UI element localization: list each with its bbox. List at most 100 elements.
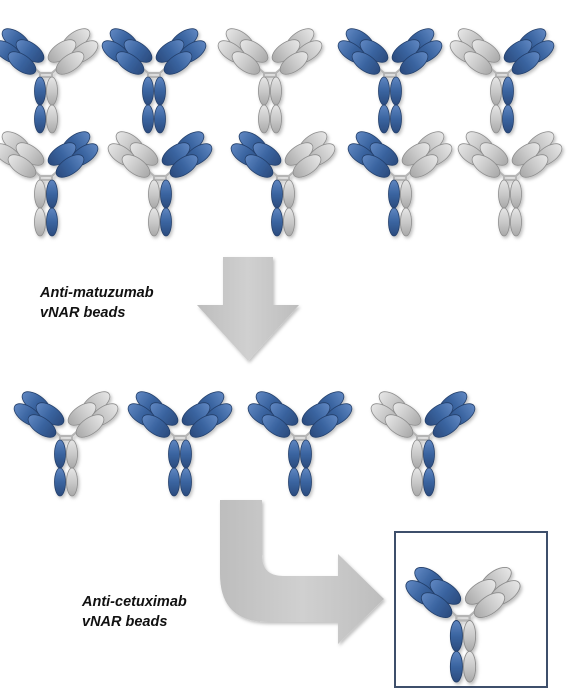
process-arrow-down [197,257,299,361]
fc-chain [258,104,270,134]
fab-heavy-chain [55,154,85,178]
hinge-region [375,65,405,79]
hinge-region [145,168,175,182]
step-label-line: vNAR beads [40,305,126,321]
fab-heavy-chain [361,154,391,178]
antibody [449,28,555,134]
antibody [457,131,563,237]
antibody [13,391,119,497]
fab-heavy-chain [473,592,506,618]
step-label-line: Anti-matuzumab [40,285,154,301]
fc-chain [449,620,463,652]
hinge-region [446,607,480,622]
fc-chain [510,207,522,237]
fc-chain [168,439,180,469]
hinge-region [139,65,169,79]
hinge-region [255,65,285,79]
fc-chain [378,76,390,106]
fc-chain [283,207,295,237]
step-label-matuzumab: Anti-matuzumab vNAR beads [40,283,154,323]
fc-chain [46,179,58,209]
fc-chain [390,76,402,106]
fc-chain [180,439,192,469]
fc-chain [154,76,166,106]
hinge-region [408,428,438,442]
antibody-group-starting-mixture [0,28,563,237]
fc-chain [34,104,46,134]
hinge-region [285,428,315,442]
antibody-group-final-product [405,566,521,683]
antibody [337,28,443,134]
fc-chain [154,104,166,134]
fc-chain [411,467,423,497]
antibody-layer [0,28,563,683]
fc-chain [388,179,400,209]
step-label-line: vNAR beads [82,614,168,630]
fc-chain [288,439,300,469]
fc-chain [142,76,154,106]
fab-heavy-chain [115,51,145,75]
fc-chain [490,76,502,106]
antibody [0,28,99,134]
fab-heavy-chain [261,414,291,438]
hinge-region [165,428,195,442]
fc-chain [510,179,522,209]
antibody [370,391,476,497]
antibody [230,131,336,237]
fab-heavy-chain [75,414,105,438]
hinge-region [487,65,517,79]
fab-heavy-chain [7,154,37,178]
antibody [0,131,99,237]
fc-chain [270,104,282,134]
fc-chain [46,104,58,134]
fc-chain [423,467,435,497]
antibody [107,131,213,237]
hinge-region [268,168,298,182]
step-label-line: Anti-cetuximab [82,594,187,610]
fc-chain [66,467,78,497]
fc-chain [258,76,270,106]
fab-heavy-chain [409,154,439,178]
fc-chain [498,207,510,237]
fc-chain [168,467,180,497]
antibody [127,391,233,497]
fc-chain [180,467,192,497]
hinge-region [385,168,415,182]
fab-heavy-chain [244,154,274,178]
hinge-region [51,428,81,442]
fc-chain [271,207,283,237]
fc-chain [463,650,477,683]
fab-heavy-chain [279,51,309,75]
fc-chain [463,620,477,652]
fc-chain [423,439,435,469]
fab-heavy-chain [121,154,151,178]
antibody [101,28,207,134]
fc-chain [400,179,412,209]
fc-chain [46,76,58,106]
fc-chain [288,467,300,497]
fc-chain [390,104,402,134]
fc-chain [160,207,172,237]
fab-heavy-chain [463,51,493,75]
hinge-region [31,168,61,182]
fc-chain [449,650,463,683]
fc-chain [271,179,283,209]
fab-heavy-chain [7,51,37,75]
step-label-cetuximab: Anti-cetuximab vNAR beads [82,592,187,632]
fc-chain [283,179,295,209]
fab-heavy-chain [351,51,381,75]
fc-chain [300,467,312,497]
fc-chain [502,104,514,134]
antibody [247,391,353,497]
fab-heavy-chain [384,414,414,438]
fc-chain [160,179,172,209]
process-arrow-bend [220,500,384,644]
fc-chain [34,179,46,209]
fc-chain [400,207,412,237]
fc-chain [388,207,400,237]
fab-heavy-chain [141,414,171,438]
fc-chain [502,76,514,106]
fab-heavy-chain [420,592,453,618]
fab-heavy-chain [309,414,339,438]
